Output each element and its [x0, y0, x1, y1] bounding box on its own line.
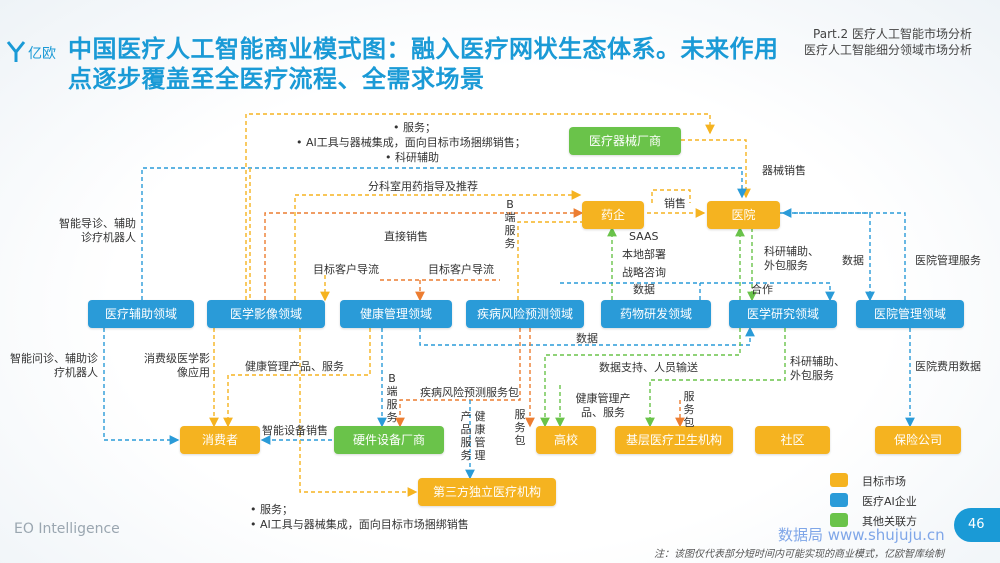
node-hospital: 医院	[707, 201, 780, 229]
legend-label-target-market: 目标市场	[862, 475, 906, 488]
label-risk-package: 疾病风险预测服务包	[420, 386, 519, 399]
label-hosp-expense: 医院费用数据	[915, 360, 981, 373]
label-health-products: 健康管理产品、服务	[245, 360, 344, 373]
legend-swatch-target-market	[830, 473, 848, 487]
footer-note: 注：该图仅代表部分短时间内可能实现的商业模式，亿欧智库绘制	[654, 549, 944, 560]
watermark: 数据局 www.shujuju.cn	[778, 526, 945, 544]
legend-swatch-ai-company	[830, 493, 848, 507]
node-device-maker: 医疗器械厂商	[569, 127, 681, 155]
footer-brand: EO Intelligence	[14, 521, 120, 537]
label-direct-sales: 直接销售	[384, 230, 428, 243]
node-pharma: 药企	[582, 201, 644, 229]
label-saas: SAAS	[629, 230, 659, 243]
node-hw-maker: 硬件设备厂商	[334, 426, 444, 454]
section-line-2: 医疗人工智能细分领域市场分析	[803, 43, 972, 57]
label-local-deploy: 本地部署	[622, 248, 666, 261]
legend-label-other-party: 其他关联方	[862, 515, 917, 528]
label-bottom-bullet-1: • 服务；	[250, 503, 293, 516]
node-consumer: 消费者	[180, 426, 260, 454]
section-line-1: Part.2 医疗人工智能市场分析	[813, 27, 972, 41]
node-imaging-domain: 医学影像领域	[207, 300, 325, 328]
label-health-mgmt-products: 健康管理产品、服务	[575, 392, 631, 419]
legend-label-ai-company: 医疗AI企业	[862, 495, 917, 508]
label-rx-guidance: 分科室用药指导及推荐	[368, 180, 478, 193]
label-data-support: 数据支持、人员输送	[599, 361, 698, 374]
label-strategy: 战略咨询	[622, 266, 666, 279]
label-target-guide-1: 目标客户导流	[313, 263, 379, 276]
label-hosp-mgmt-service: 医院管理服务	[915, 254, 981, 267]
label-service-package-vertical: 服务包	[514, 408, 526, 447]
label-b-service-vertical-2: B端服务	[386, 372, 398, 424]
label-data-1: 数据	[842, 254, 864, 267]
node-third-party: 第三方独立医疗机构	[418, 478, 556, 506]
page-title: 中国医疗人工智能商业模式图：融入医疗网状生态体系。未来作用点逐步覆盖至全医疗流程…	[68, 35, 779, 93]
node-insurance: 保险公司	[875, 426, 961, 454]
label-research-outsource-2: 科研辅助、外包服务	[790, 355, 845, 382]
label-bottom-bullet-2: • AI工具与器械集成，面向目标市场捆绑销售	[250, 518, 469, 531]
label-product-vertical: 产品	[460, 410, 472, 436]
node-community: 社区	[755, 426, 830, 454]
node-aux-domain: 医疗辅助领域	[88, 300, 194, 328]
label-sales: 销售	[664, 197, 686, 210]
label-top-bullet-3: • 科研辅助	[385, 151, 439, 164]
node-university: 高校	[536, 426, 596, 454]
page-number: 46	[954, 508, 1000, 542]
label-target-guide-2: 目标客户导流	[428, 263, 494, 276]
label-data-2: 数据	[633, 283, 655, 296]
label-coop: 合作	[751, 283, 773, 296]
legend-swatch-other-party	[830, 513, 848, 527]
label-b-service-vertical: B端服务	[504, 198, 516, 250]
label-consumer-imaging: 消费级医学影像应用	[144, 352, 210, 379]
node-hosp-mgmt-domain: 医院管理领域	[856, 300, 964, 328]
label-research-outsource: 科研辅助、外包服务	[764, 245, 819, 272]
node-drug-rd-domain: 药物研发领域	[601, 300, 711, 328]
label-service-package-vertical-2: 服务包	[683, 390, 695, 429]
logo-text: 亿欧	[28, 46, 56, 62]
label-inquiry-robot: 智能问诊、辅助诊疗机器人	[10, 352, 98, 379]
node-health-mgmt-domain: 健康管理领域	[340, 300, 452, 328]
node-med-research-domain: 医学研究领域	[729, 300, 837, 328]
label-guide-robot: 智能导诊、辅助诊疗机器人	[59, 217, 136, 244]
label-device-sales: 器械销售	[762, 164, 806, 177]
node-risk-domain: 疾病风险预测领域	[466, 300, 584, 328]
section-header: Part.2 医疗人工智能市场分析 医疗人工智能细分领域市场分析	[804, 26, 972, 58]
label-smart-device-sales: 智能设备销售	[262, 424, 328, 437]
node-primary-care: 基层医疗卫生机构	[615, 426, 733, 454]
label-data-3: 数据	[576, 332, 598, 345]
label-service-vertical: 服务	[460, 436, 472, 462]
label-health-mgmt-vertical: 健康管理	[474, 410, 486, 462]
label-top-bullet-2: • AI工具与器械集成，面向目标市场捆绑销售；	[296, 136, 526, 149]
label-top-bullet-1: • 服务；	[393, 121, 436, 134]
yiou-logo: 亿欧	[6, 40, 62, 64]
